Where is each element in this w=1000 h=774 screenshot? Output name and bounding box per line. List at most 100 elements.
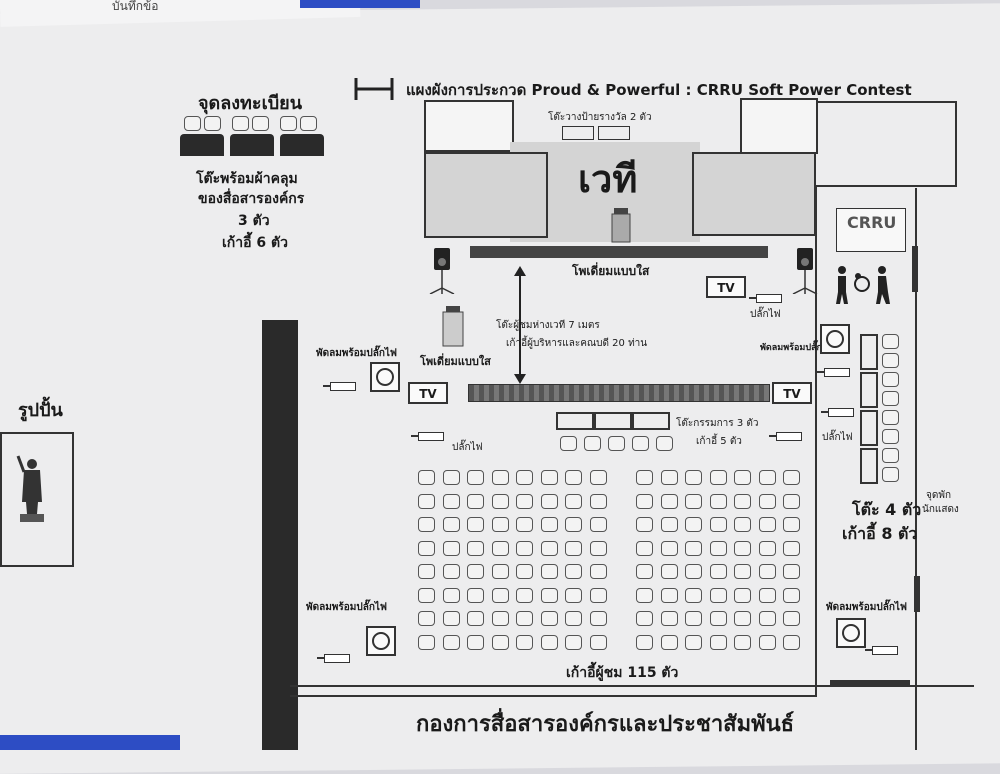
stage-wing-left-top: [424, 100, 514, 152]
side-chair: [882, 467, 899, 482]
door-right-2: [914, 576, 920, 612]
audience-seat: [709, 564, 727, 579]
audience-label: เก้าอี้ผู้ชม 115 ตัว: [566, 665, 679, 681]
audience-seat: [516, 611, 533, 626]
audience-seat: [660, 587, 678, 603]
registration-title: จุดลงทะเบียน: [198, 93, 303, 114]
audience-seat: [540, 564, 558, 579]
audience-seat: [734, 634, 751, 650]
audience-seat: [685, 587, 702, 603]
statue-area: [0, 432, 74, 567]
audience-seat: [636, 611, 653, 626]
audience-seat: [709, 634, 727, 650]
door-bottom: [830, 680, 910, 686]
audience-seat: [589, 634, 607, 650]
audience-seat: [565, 611, 582, 626]
judge-chair: [632, 436, 649, 451]
audience-seat: [442, 540, 460, 556]
audience-seat: [709, 517, 727, 532]
audience-seat: [589, 587, 607, 603]
audience-seat: [636, 587, 653, 603]
audience-seat: [540, 470, 558, 485]
audience-seat: [636, 470, 653, 485]
speaker-icon-left: [434, 248, 450, 270]
audience-seat: [636, 493, 653, 509]
audience-seat: [685, 493, 702, 509]
registration-desc-1: โต๊ะพร้อมผ้าคลุม: [196, 171, 298, 187]
audience-seat: [418, 587, 435, 603]
judges-chairs-label: เก้าอี้ 5 ตัว: [696, 436, 742, 447]
audience-seat: [734, 540, 751, 556]
audience-seat: [758, 634, 776, 650]
audience-seat: [685, 634, 702, 650]
crru-logo: CRRU: [836, 208, 906, 252]
judge-chair: [608, 436, 625, 451]
tv-right: TV: [772, 382, 812, 404]
dimension-icon: [354, 78, 394, 100]
podium-small-icon: [442, 306, 464, 347]
audience-seat: [565, 470, 582, 485]
audience-seat: [540, 493, 558, 509]
registration-tables: [180, 114, 328, 158]
audience-seat: [540, 611, 558, 626]
plug-icon-5: [323, 382, 356, 391]
rest-area-label-2: นักแสดง: [922, 504, 959, 515]
audience-seat: [540, 540, 558, 556]
side-chair: [882, 410, 899, 425]
side-chair: [882, 372, 899, 387]
rest-area-label-1: จุดพัก: [926, 490, 951, 501]
judge-table-3: [632, 412, 670, 430]
audience-seat: [783, 587, 800, 603]
audience-seat: [709, 493, 727, 509]
tv-left: TV: [408, 382, 448, 404]
speaker-icon-right: [797, 248, 813, 270]
judge-chair: [584, 436, 601, 451]
audience-seat: [516, 540, 533, 556]
audience-seat: [467, 564, 484, 579]
audience-seat: [516, 493, 533, 509]
audience-seat: [565, 564, 582, 579]
footer-text: กองการสื่อสารองค์กรและประชาสัมพันธ์: [416, 712, 795, 737]
audience-seat: [734, 587, 751, 603]
distance-arrow: [514, 266, 526, 384]
audience-seat: [636, 517, 653, 532]
audience-seat: [442, 493, 460, 509]
audience-seat: [491, 470, 509, 485]
audience-seat: [442, 517, 460, 532]
audience-seat: [442, 587, 460, 603]
band-icon: [836, 266, 890, 304]
audience-seat: [685, 540, 702, 556]
audience-seat: [589, 470, 607, 485]
audience-seat: [565, 517, 582, 532]
plug-icon-3: [769, 432, 802, 441]
audience-seat: [516, 634, 533, 650]
audience-seat: [418, 564, 435, 579]
audience-seat: [516, 587, 533, 603]
page-title: แผงผังการประกวด Proud & Powerful : CRRU …: [406, 81, 912, 99]
audience-seat: [709, 470, 727, 485]
audience-seat: [589, 540, 607, 556]
judge-chair: [560, 436, 577, 451]
audience-seat: [734, 517, 751, 532]
registration-desc-3: 3 ตัว: [238, 213, 270, 229]
audience-seat: [540, 517, 558, 532]
audience-seat: [783, 634, 800, 650]
plug-icon-8: [865, 646, 898, 655]
audience-seat: [516, 517, 533, 532]
award-table-label: โต๊ะวางป้ายรางวัล 2 ตัว: [548, 112, 652, 123]
audience-seat: [758, 587, 776, 603]
audience-seat: [734, 493, 751, 509]
audience-seat: [783, 564, 800, 579]
door-right-1: [912, 246, 918, 292]
plug-label-3: ปลั๊กไฟ: [822, 432, 853, 443]
audience-seat: [565, 587, 582, 603]
scrap-text: บันทึกข้อ: [112, 0, 159, 13]
audience-seat: [709, 540, 727, 556]
audience-seat: [418, 540, 435, 556]
fan-label-3: พัดลมพร้อมปลั๊กไฟ: [306, 602, 388, 613]
audience-seat: [685, 564, 702, 579]
audience-seat: [758, 564, 776, 579]
audience-seat: [491, 540, 509, 556]
audience-seat: [491, 493, 509, 509]
audience-seat: [660, 564, 678, 579]
